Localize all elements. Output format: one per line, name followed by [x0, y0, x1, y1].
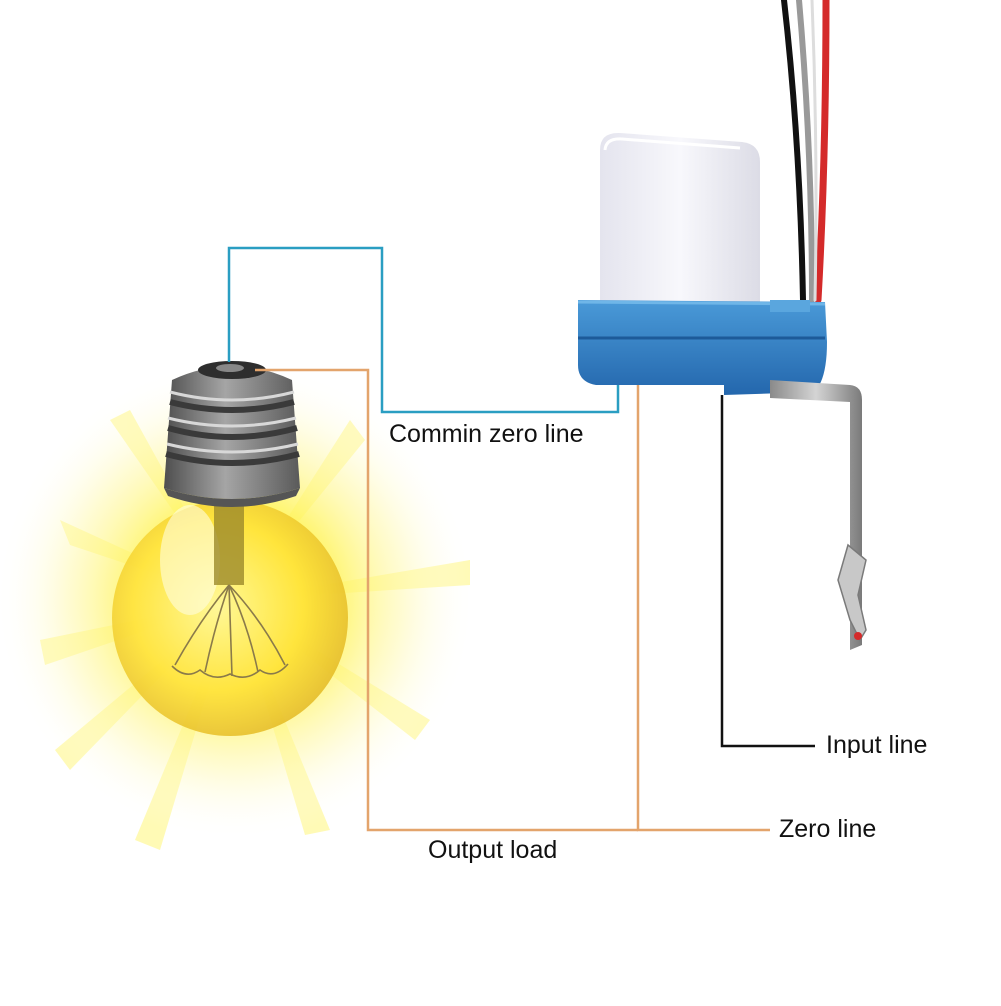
- bulb-screw-base: [164, 361, 300, 507]
- common-zero-wire: [227, 246, 620, 414]
- zero-line-wire: [636, 385, 770, 832]
- common-zero-line-label: Commin zero line: [389, 420, 584, 448]
- sensor-base: [578, 300, 827, 395]
- sensor-cap: [600, 132, 760, 305]
- output-load-wire: [255, 368, 638, 832]
- bulb-filament: [171, 584, 289, 678]
- output-load-label: Output load: [428, 836, 558, 864]
- bulb-highlight: [160, 505, 220, 615]
- input-line-label: Input line: [826, 731, 928, 759]
- sensor-lead-wires: [781, 0, 830, 304]
- input-line-wire: [720, 395, 815, 748]
- light-bulb-icon: [112, 361, 348, 736]
- photocell-sensor-icon: [577, 132, 867, 650]
- zero-line-label: Zero line: [779, 815, 877, 843]
